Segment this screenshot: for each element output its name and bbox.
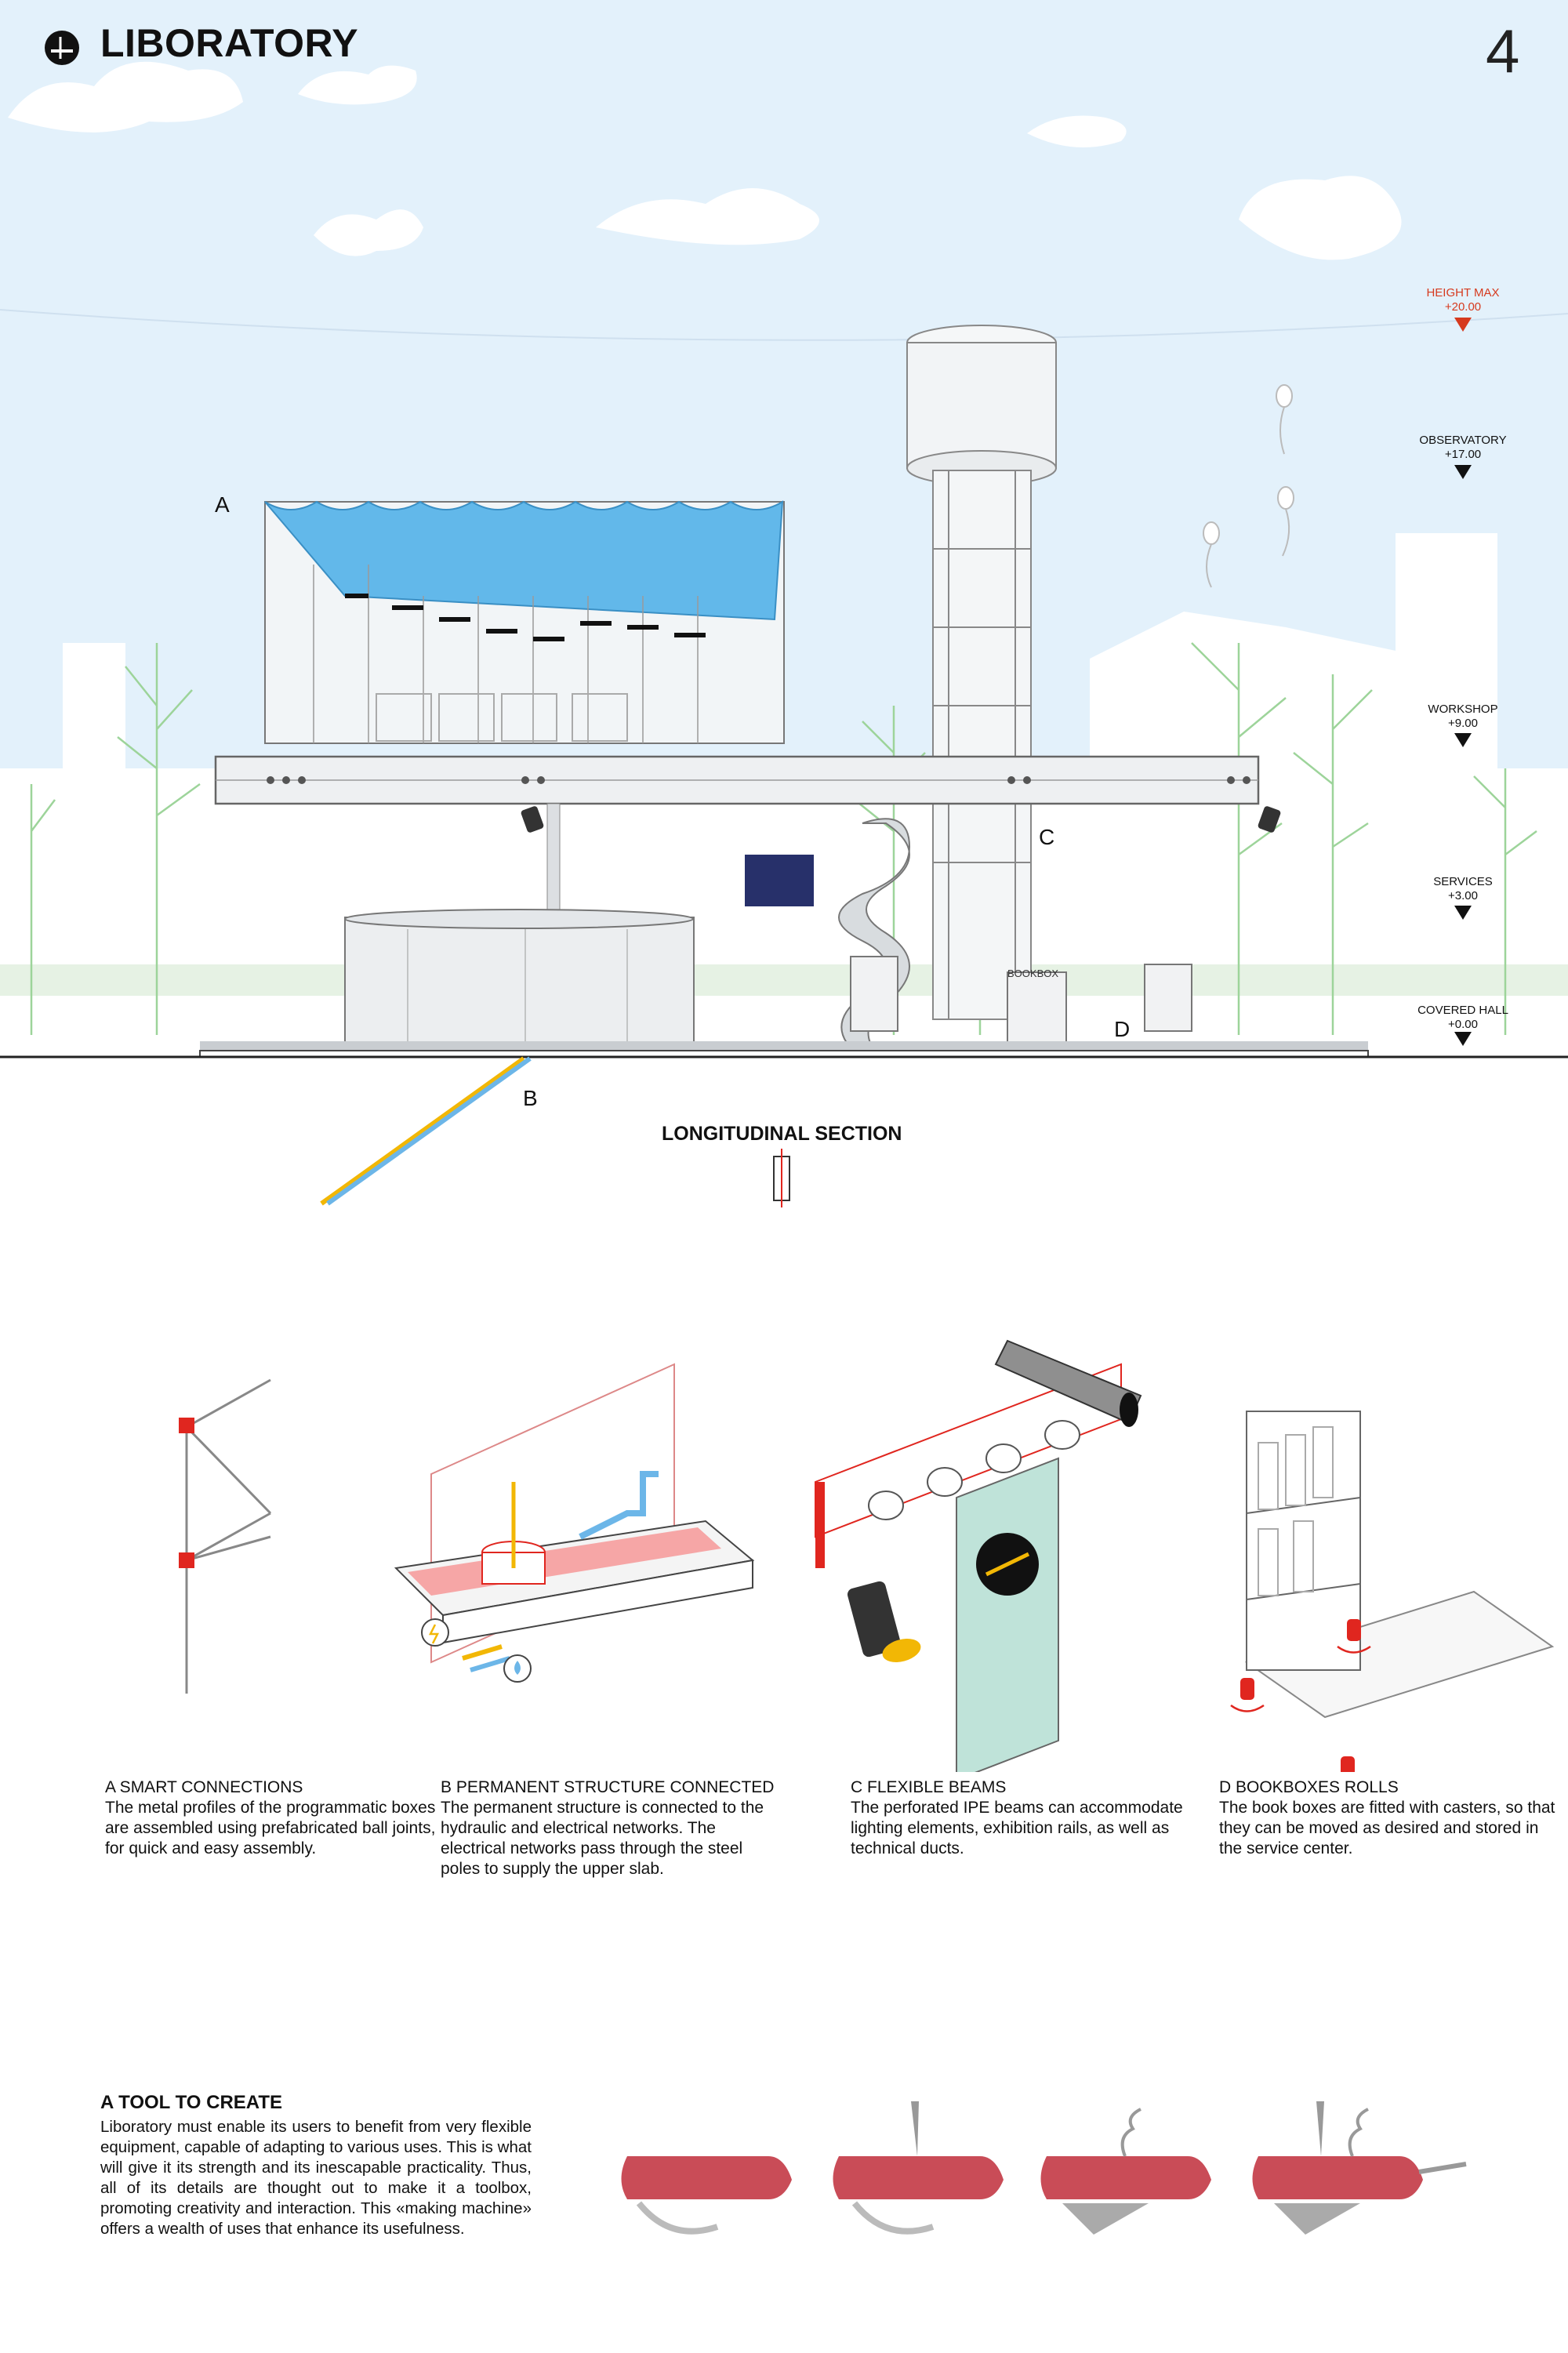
ground-box: [344, 909, 695, 1055]
longitudinal-section-drawing: BOOKBOX: [0, 0, 1568, 1207]
bookbox-carts: [850, 956, 1192, 1048]
tool-paragraph: Liboratory must enable its users to bene…: [100, 2118, 532, 2238]
caption-heading: B PERMANENT STRUCTURE CONNECTED: [441, 1778, 775, 1796]
page-number: 4: [1486, 16, 1520, 85]
caption-flexible-beams: C FLEXIBLE BEAMS The perforated IPE beam…: [851, 1777, 1188, 1859]
pocket-knife-sequence: [621, 2101, 1467, 2235]
detail-d-bookbox-diagram: [1230, 1411, 1555, 1772]
tool-heading: A TOOL TO CREATE: [100, 2092, 283, 2113]
level-label-observatory: OBSERVATORY+17.00: [1419, 434, 1507, 461]
level-label-height-max: HEIGHT MAX+20.00: [1426, 286, 1500, 314]
detail-b-structure-diagram: [394, 1363, 755, 1683]
screen-panel: [745, 855, 814, 906]
spotlight-icons: [521, 806, 1281, 833]
main-slab: [214, 755, 1260, 805]
caption-body: The book boxes are fitted with casters, …: [1219, 1799, 1555, 1857]
caption-body: The metal profiles of the programmatic b…: [105, 1799, 436, 1857]
balloons: [1203, 384, 1294, 588]
caption-permanent-structure: B PERMANENT STRUCTURE CONNECTED The perm…: [441, 1777, 778, 1879]
knife-icon: [1040, 2108, 1211, 2235]
marker-b: B: [523, 1086, 538, 1110]
level-label-workshop: WORKSHOP+9.00: [1428, 703, 1498, 730]
level-label-covered-hall: COVERED HALL+0.00: [1417, 1004, 1508, 1031]
detail-a-ball-joint-diagram: [179, 1378, 272, 1694]
knife-icon: [621, 2156, 792, 2235]
caption-bookboxes-rolls: D BOOKBOXES ROLLS The book boxes are fit…: [1219, 1777, 1556, 1859]
marker-d: D: [1114, 1017, 1131, 1041]
liboratory-logo-icon: [45, 31, 79, 65]
caption-heading: C FLEXIBLE BEAMS: [851, 1778, 1007, 1796]
marker-a: A: [215, 492, 230, 517]
clouds: [8, 61, 1402, 260]
section-key-icon: [773, 1149, 790, 1207]
observatory-tower: [906, 325, 1057, 1020]
detail-drawings: [179, 1339, 1555, 1772]
section-title: LONGITUDINAL SECTION: [662, 1123, 902, 1145]
detail-c-beam-diagram: [815, 1339, 1142, 1772]
level-markers: [1454, 318, 1472, 1046]
upper-box: [264, 500, 785, 744]
underground-networks: [320, 1056, 532, 1206]
bookbox-sign: BOOKBOX: [1007, 968, 1058, 979]
caption-body: The perforated IPE beams can accommodate…: [851, 1799, 1183, 1857]
caption-heading: D BOOKBOXES ROLLS: [1219, 1778, 1399, 1796]
marker-c: C: [1039, 825, 1055, 849]
caption-smart-connections: A SMART CONNECTIONS The metal profiles o…: [105, 1777, 442, 1859]
page-title: LIBORATORY: [100, 21, 359, 65]
level-label-services: SERVICES+3.00: [1433, 875, 1493, 902]
knife-icon: [833, 2101, 1004, 2235]
knife-icon: [1252, 2101, 1467, 2235]
caption-heading: A SMART CONNECTIONS: [105, 1778, 303, 1796]
caption-body: The permanent structure is connected to …: [441, 1799, 764, 1878]
